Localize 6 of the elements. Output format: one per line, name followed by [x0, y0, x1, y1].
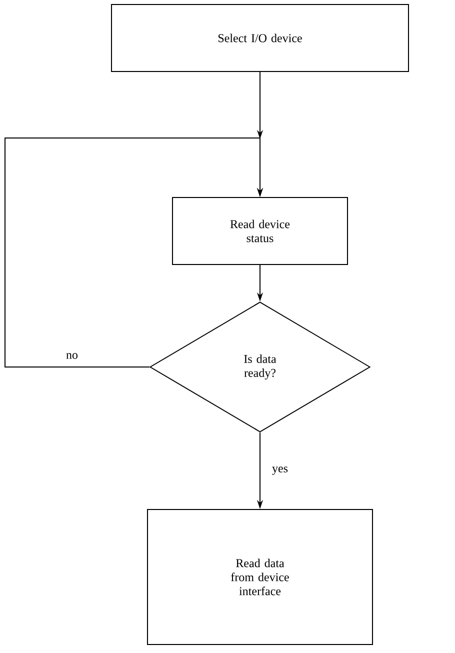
process-box: Read data from device interface	[147, 509, 373, 645]
edge-label: yes	[271, 466, 289, 476]
loop-arrow	[4, 130, 264, 368]
edge-label: no	[66, 353, 78, 359]
process-box: Select I/O device	[111, 4, 409, 72]
process-box: Read device status	[172, 197, 348, 265]
